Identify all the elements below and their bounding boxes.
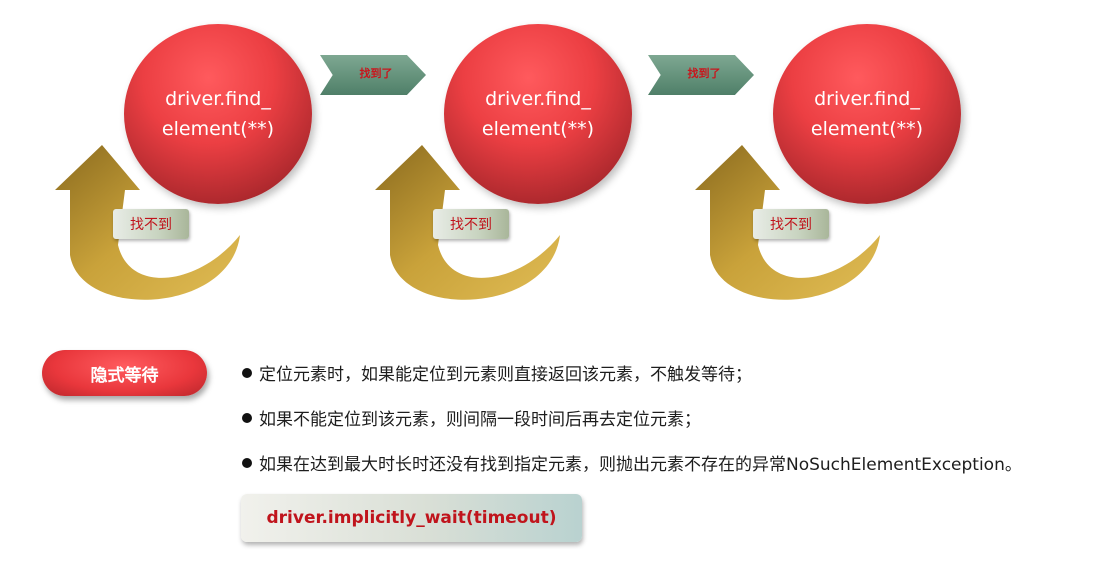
bullet-text: 如果不能定位到该元素，则间隔一段时间后再去定位元素； [259,405,701,430]
code-snippet-box: driver.implicitly_wait(timeout) [241,494,582,542]
bullet-dot-icon [242,413,252,423]
bullet-text: 定位元素时，如果能定位到元素则直接返回该元素，不触发等待； [259,360,752,385]
find-element-node-1: driver.find_ element(**) [124,24,312,204]
not-found-badge-1: 找不到 [113,209,189,239]
bullet-dot-icon [242,458,252,468]
found-label: 找到了 [360,65,393,81]
found-arrow-1: 找到了 [320,55,426,95]
found-arrow-2: 找到了 [648,55,754,95]
not-found-label: 找不到 [450,214,492,234]
not-found-label: 找不到 [130,214,172,234]
list-item: 如果在达到最大时长时还没有找到指定元素，则抛出元素不存在的异常NoSuchEle… [242,440,1022,485]
node-label: driver.find_ element(**) [482,84,594,144]
find-element-node-2: driver.find_ element(**) [444,24,632,204]
list-item: 如果不能定位到该元素，则间隔一段时间后再去定位元素； [242,395,1022,440]
code-snippet: driver.implicitly_wait(timeout) [267,508,557,528]
find-element-node-3: driver.find_ element(**) [773,24,961,204]
node-label: driver.find_ element(**) [162,84,274,144]
found-label: 找到了 [688,65,721,81]
node-label: driver.find_ element(**) [811,84,923,144]
section-title: 隐式等待 [91,361,159,386]
not-found-badge-2: 找不到 [433,209,509,239]
bullet-text: 如果在达到最大时长时还没有找到指定元素，则抛出元素不存在的异常NoSuchEle… [259,450,1022,475]
list-item: 定位元素时，如果能定位到元素则直接返回该元素，不触发等待； [242,350,1022,395]
bullet-list: 定位元素时，如果能定位到元素则直接返回该元素，不触发等待； 如果不能定位到该元素… [242,350,1022,485]
not-found-badge-3: 找不到 [753,209,829,239]
not-found-label: 找不到 [770,214,812,234]
bullet-dot-icon [242,368,252,378]
section-title-pill: 隐式等待 [42,350,207,396]
